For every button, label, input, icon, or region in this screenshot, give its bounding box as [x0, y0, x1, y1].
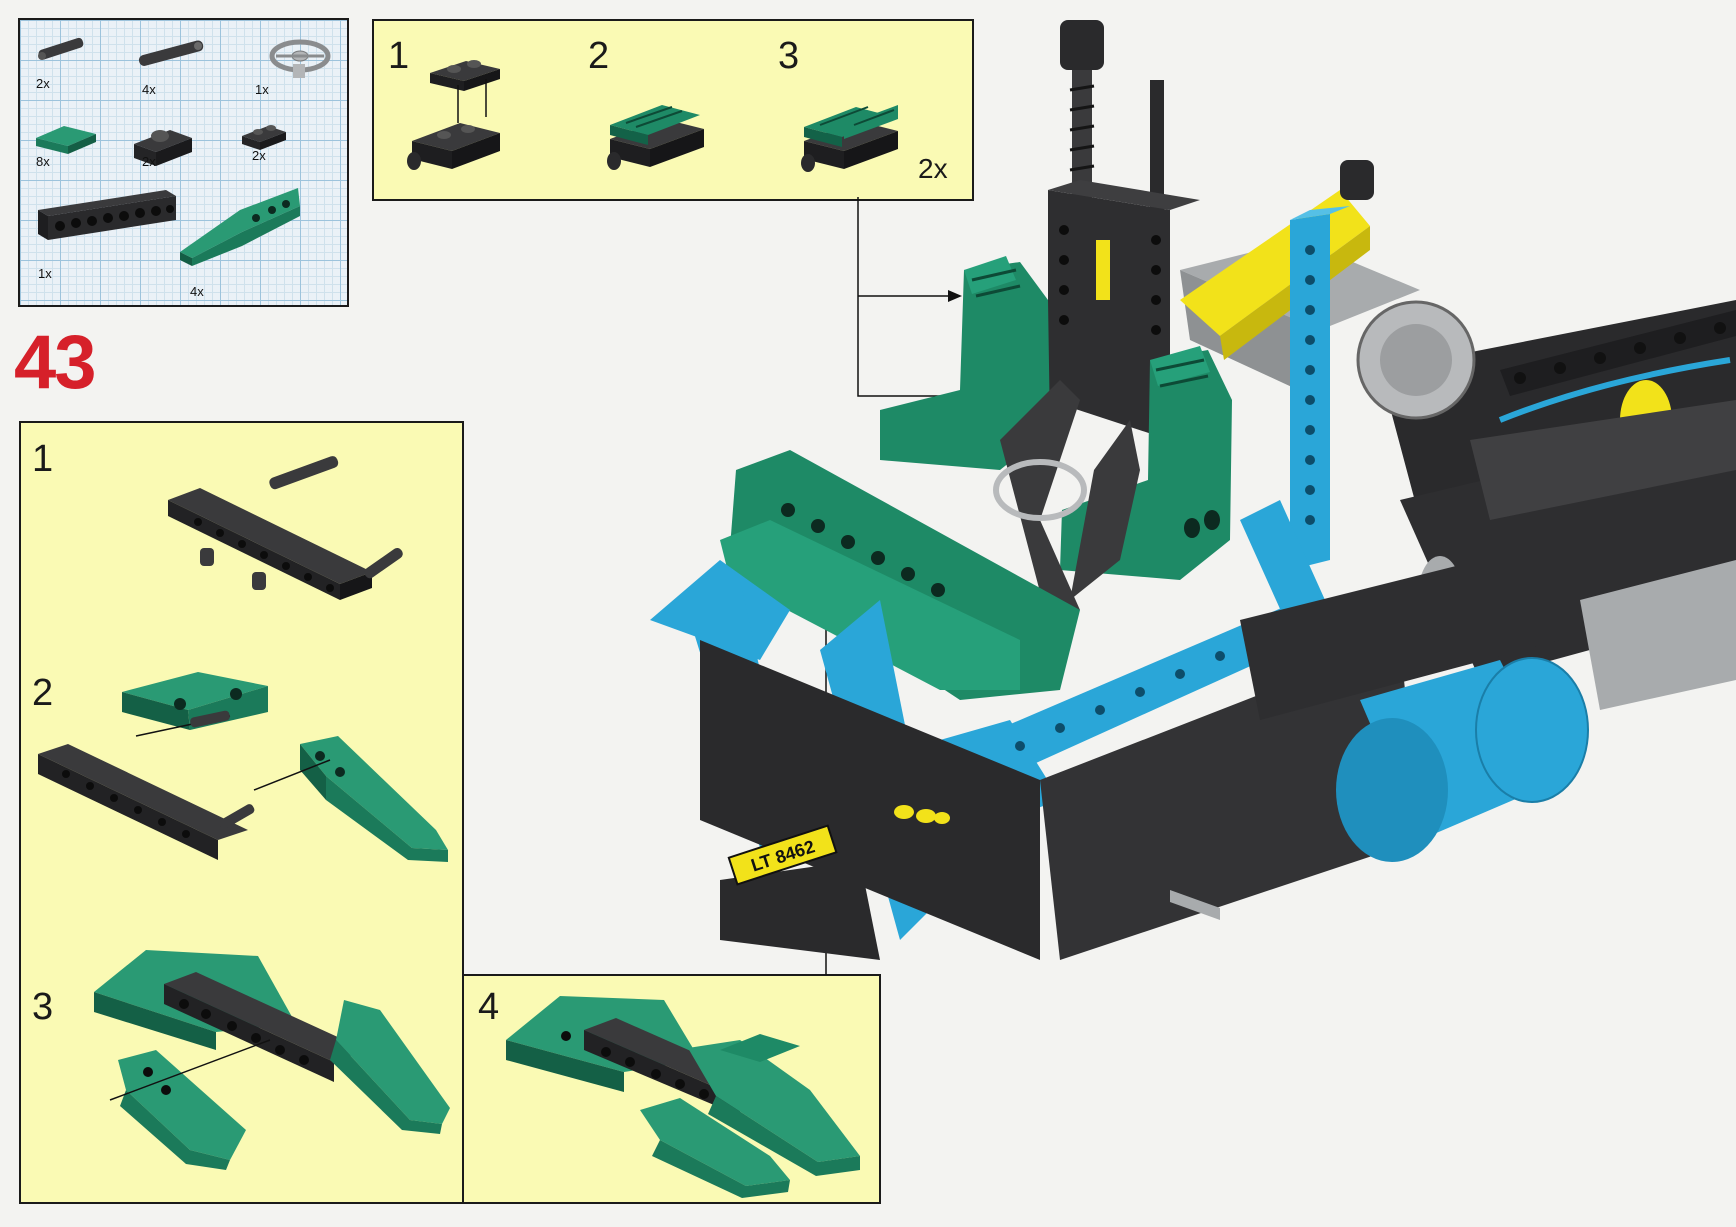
part-qty: 2x: [36, 76, 50, 91]
wing-step1-diagram: [168, 456, 403, 600]
part-qty: 1x: [255, 82, 269, 97]
substep-number: 2: [32, 672, 54, 714]
seat-step2-diagram: [607, 105, 704, 170]
part-qty: 2x: [252, 148, 266, 163]
seat-frames: [993, 380, 1140, 630]
steering-wheel-icon: [269, 39, 331, 78]
headlight-brick: [894, 805, 950, 824]
step-number: 43: [14, 320, 97, 405]
wing-step3-diagram: [94, 950, 450, 1170]
wing-step2-diagram: [38, 672, 448, 862]
seat-step1-diagram: [407, 60, 500, 170]
part-qty: 4x: [142, 82, 156, 97]
seat-subassembly-panel: 1 2 3 2x: [372, 19, 974, 201]
beam-1x8-icon: [38, 190, 176, 240]
hinge-brick-icon: [134, 130, 192, 166]
multiplier-label: 2x: [918, 153, 948, 184]
substep-number: 4: [478, 986, 500, 1028]
seat-step3-diagram: [801, 105, 898, 172]
green-wing-on-model: [720, 450, 1080, 700]
black-tower: [1048, 20, 1200, 440]
substep-number: 2: [588, 35, 610, 77]
blue-air-tank: [1336, 657, 1589, 862]
substep-number: 3: [32, 986, 54, 1028]
chassis-front: [700, 540, 1560, 960]
wing-step4-diagram: [506, 996, 860, 1198]
green-wedge-icon: [180, 188, 300, 266]
substep-number: 3: [778, 35, 800, 77]
part-qty: 1x: [38, 266, 52, 281]
parts-list: 2x 4x 1x 8x 2x 2x 1x 4x: [18, 18, 349, 307]
part-qty: 2x: [142, 154, 156, 169]
green-grille-plate-icon: [36, 126, 96, 154]
part-qty: 4x: [190, 284, 204, 299]
long-axle-pin-icon: [138, 40, 204, 66]
short-pin-icon: [38, 37, 84, 60]
plate-1x2-icon: [242, 125, 286, 150]
part-qty: 8x: [36, 154, 50, 169]
substep-number: 1: [32, 438, 54, 480]
substep-number: 1: [388, 35, 410, 77]
